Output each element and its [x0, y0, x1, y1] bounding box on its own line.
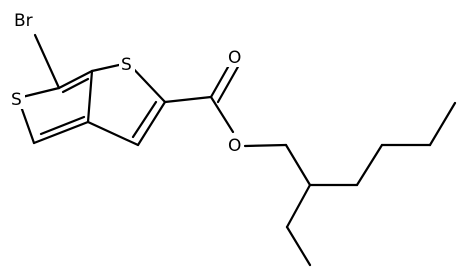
bond-ethyl1-ethyl2 — [285, 225, 312, 267]
bond-c3-c3a — [86, 120, 140, 147]
bond-c4-c3a — [32, 120, 90, 145]
bond-c6a-c6-double — [61, 77, 90, 94]
ester-oxygen-label: O — [228, 136, 241, 156]
bond-c4-c3a-double — [39, 115, 86, 136]
bond-ccarbonyl-oester — [209, 95, 235, 134]
bond-c3a-c6a — [86, 69, 94, 124]
bond-ch2-ch — [284, 143, 312, 187]
carbonyl-oxygen-label: O — [228, 48, 241, 68]
sulfur-label-thiophene-right: S — [121, 55, 132, 75]
sulfur-label-thiophene-left: S — [11, 90, 22, 110]
bond-br-c6 — [33, 33, 61, 90]
bond-hex3-hex4 — [428, 101, 457, 147]
bond-ch-ethyl1 — [285, 183, 312, 229]
bond-oester-ch2 — [243, 143, 288, 148]
bond-ccarbonyl-o-double-b — [216, 63, 241, 104]
bond-c2-c3 — [136, 100, 167, 147]
bromine-label: Br — [14, 11, 33, 31]
bond-c6a-c6 — [57, 69, 94, 90]
bond-c2-ccarbonyl — [163, 95, 213, 104]
bond-hex1-hex2 — [355, 143, 384, 187]
atom-label-layer: Br S S O O — [9, 8, 244, 156]
bond-layer — [16, 33, 457, 267]
bond-c2-c3-double — [131, 100, 158, 139]
